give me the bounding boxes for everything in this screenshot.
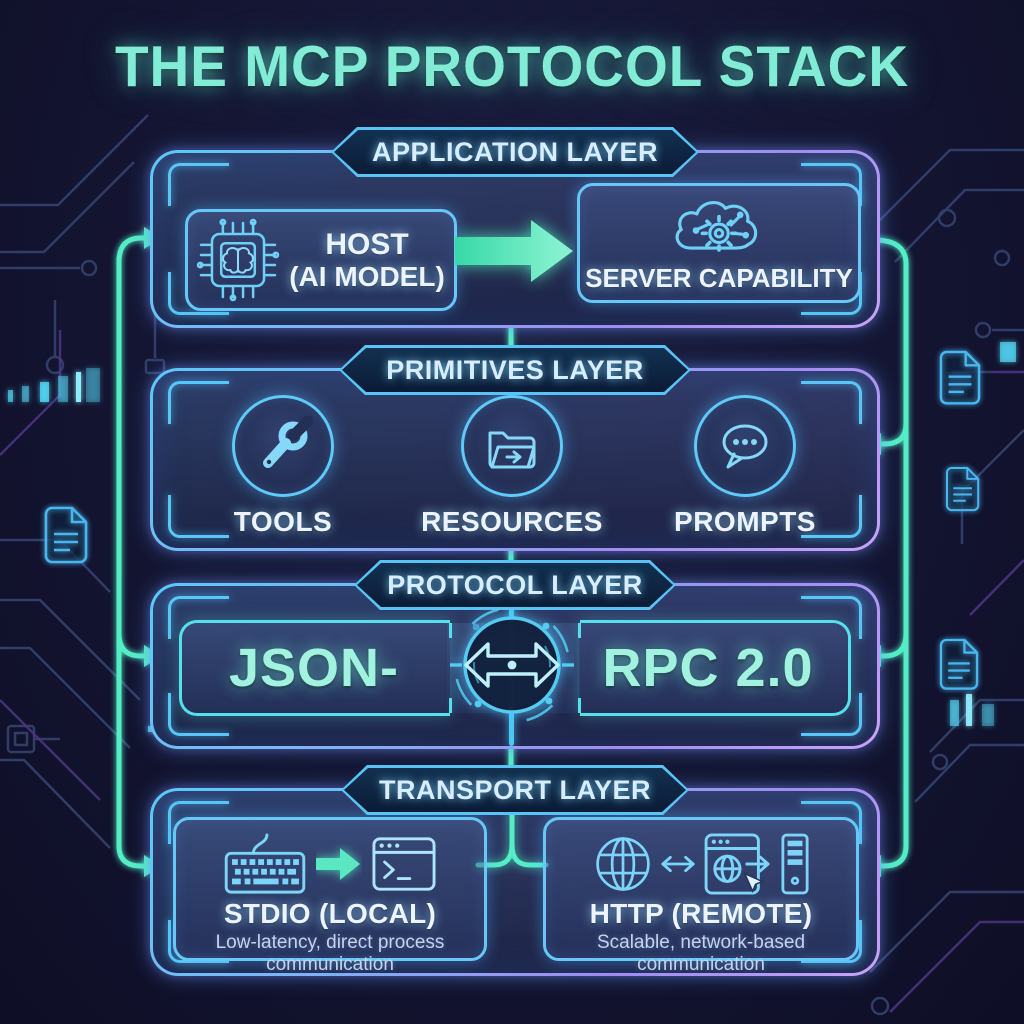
server-capability-title: SERVER CAPABILITY: [585, 263, 853, 293]
left-right-arrow-icon: [660, 855, 695, 873]
terminal-icon: [372, 837, 436, 891]
primitives-layer-label: PRIMITIVES LAYER: [386, 354, 644, 385]
keyboard-icon: [224, 833, 306, 894]
stdio-card: STDIO (LOCAL) Low-latency, direct proces…: [173, 817, 487, 975]
flow-arrow-into-protocol-right: [875, 631, 909, 659]
glow-bars-left: [8, 368, 100, 402]
flow-arrow-into-protocol-left: [116, 631, 150, 659]
jsonrpc-box-right: [578, 620, 851, 716]
stdio-title: STDIO (LOCAL): [223, 898, 437, 929]
arrow-right-icon: [455, 220, 573, 282]
corner-bracket: [168, 163, 229, 206]
host-subtitle: (AI MODEL): [289, 261, 445, 293]
bidirectional-arrow-icon: [450, 606, 574, 724]
transport-layer-label: TRANSPORT LAYER: [378, 774, 652, 805]
application-layer-label: APPLICATION LAYER: [371, 136, 659, 167]
primitive-prompts: PROMPTS: [645, 395, 845, 538]
server-capability-card: SERVER CAPABILITY: [577, 183, 861, 303]
resources-label: RESOURCES: [421, 506, 603, 537]
chat-bubble-icon: [694, 395, 796, 497]
jsonrpc-box-left: [179, 620, 452, 716]
page-title: THE MCP PROTOCOL STACK: [114, 33, 910, 99]
host-card: HOST (AI MODEL): [185, 209, 457, 311]
server-tower-icon: [780, 833, 809, 895]
protocol-layer-badge: PROTOCOL LAYER: [354, 560, 676, 610]
jsonrpc-text-left: JSON-: [228, 638, 400, 698]
flow-arrow-into-transport-left: [116, 843, 150, 869]
layer-protocol: PROTOCOL LAYER JSON- RPC 2.0: [150, 583, 880, 749]
folder-arrow-icon: [461, 395, 563, 497]
stdio-description: Low-latency, direct process communicatio…: [215, 932, 445, 976]
tools-label: TOOLS: [233, 506, 333, 537]
application-layer-badge: APPLICATION LAYER: [331, 127, 699, 177]
arrow-right-icon: [316, 848, 360, 880]
chip-brain-icon: [196, 218, 280, 302]
primitive-resources: RESOURCES: [412, 395, 612, 538]
flow-arrow-into-application: [116, 235, 150, 265]
globe-icon: [595, 837, 650, 891]
jsonrpc-text-right: RPC 2.0: [602, 638, 814, 698]
wrench-icon: [232, 395, 334, 497]
flow-arrow-into-primitives-right: [875, 421, 909, 447]
host-title: HOST: [325, 227, 409, 261]
layer-application: APPLICATION LAYER: [150, 150, 880, 328]
primitives-layer-badge: PRIMITIVES LAYER: [339, 345, 691, 395]
flow-arrow-into-transport-right: [875, 843, 909, 869]
http-card: HTTP (REMOTE) Scalable, network-based co…: [543, 817, 859, 975]
browser-globe-icon: [704, 833, 770, 895]
protocol-layer-label: PROTOCOL LAYER: [387, 569, 643, 600]
http-title: HTTP (REMOTE): [589, 898, 813, 929]
prompts-label: PROMPTS: [674, 506, 816, 537]
primitive-tools: TOOLS: [183, 395, 383, 538]
cursor-icon: [742, 872, 764, 893]
cloud-gear-icon: [675, 200, 758, 252]
layer-transport: TRANSPORT LAYER: [150, 788, 880, 976]
layer-primitives: PRIMITIVES LAYER TOOLS: [150, 368, 880, 551]
http-description: Scalable, network-based communication: [596, 932, 806, 976]
transport-layer-badge: TRANSPORT LAYER: [341, 765, 689, 815]
